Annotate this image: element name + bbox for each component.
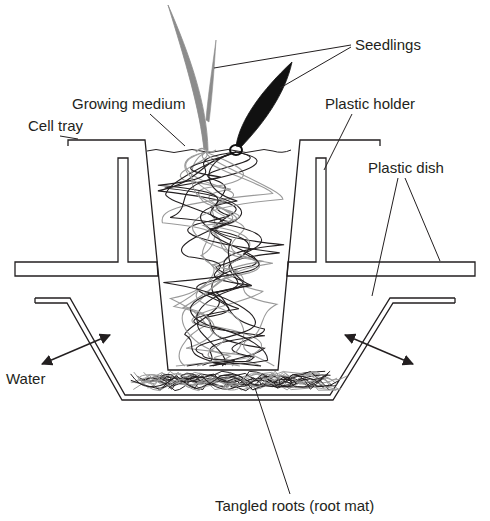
part-label: Growing medium (72, 95, 185, 113)
root-loop (161, 375, 174, 381)
part-label: Water (6, 370, 45, 388)
root-strand (144, 371, 348, 390)
root-strand (147, 371, 337, 389)
root-loop (218, 375, 243, 383)
cell-tray (68, 140, 380, 370)
root-loop (264, 378, 283, 384)
root-loop (181, 374, 196, 379)
root-loop (274, 379, 295, 387)
water-arrows (42, 335, 413, 364)
seedlings (168, 5, 292, 155)
root-loop (224, 385, 239, 390)
root-loop (177, 379, 187, 384)
root-strand (190, 152, 267, 366)
root-strand (183, 152, 240, 366)
leader-lines (60, 45, 440, 494)
root-loop (146, 375, 159, 384)
root-strand (163, 152, 261, 366)
tangled-roots (131, 152, 348, 391)
root-loop (279, 377, 291, 386)
root-strand (131, 371, 331, 389)
part-label: Tangled roots (root mat) (215, 497, 374, 515)
part-label: Seedlings (355, 36, 421, 54)
part-label: Cell tray (28, 117, 83, 135)
root-loop (139, 375, 163, 382)
root-strand (162, 371, 328, 389)
part-label: Plastic dish (368, 159, 444, 177)
root-strand (131, 375, 326, 389)
part-label: Plastic holder (325, 95, 415, 113)
